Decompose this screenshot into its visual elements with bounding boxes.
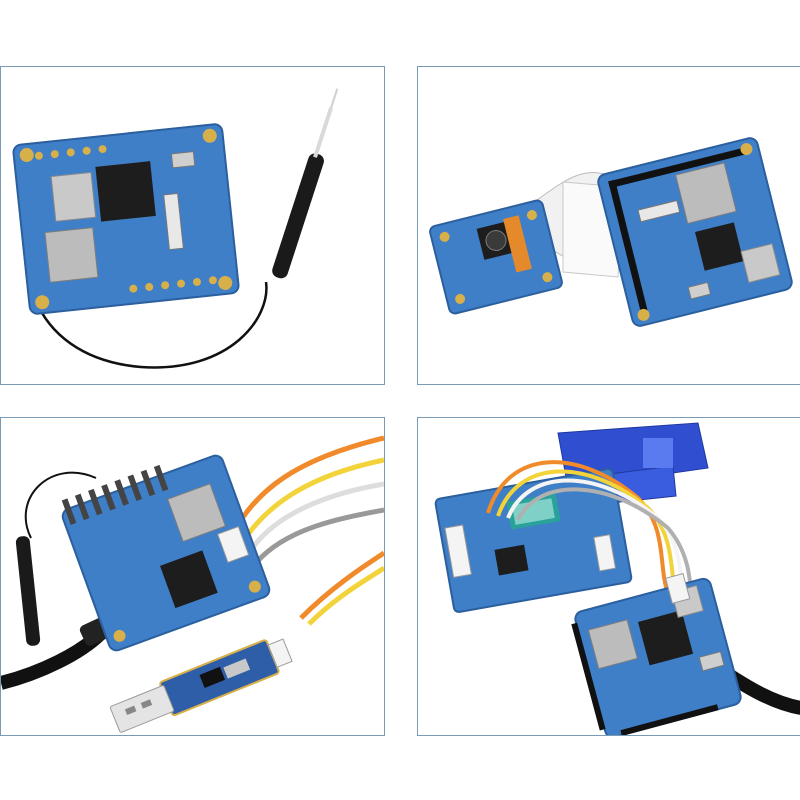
board-serial-expansion-illustration [434, 422, 800, 735]
usb-plug-icon [109, 685, 175, 733]
board-camera-illustration [429, 137, 793, 327]
ribbon-connector-icon [637, 199, 681, 223]
usb-micro-port-icon [687, 281, 712, 300]
wifi-shield-icon [50, 171, 97, 222]
microsd-slot-icon [675, 162, 737, 225]
photo-panel-board-antenna [0, 66, 385, 385]
photo-panel-board-camera [417, 66, 800, 385]
usb-micro-port-icon [698, 651, 725, 672]
board-antenna-illustration [12, 88, 339, 369]
wifi-shield-icon [740, 243, 781, 284]
camera-module [429, 199, 563, 315]
processor-chip-icon [95, 161, 156, 222]
microsd-slot-icon [44, 226, 99, 283]
photo-panel-board-serial-expansion [417, 417, 800, 736]
microsd-slot-icon [167, 483, 227, 543]
serial-header-icon [665, 573, 691, 605]
microsd-slot-icon [587, 619, 638, 670]
antenna-icon [15, 536, 41, 646]
photo-panel-board-usb-serial [0, 417, 385, 736]
pcb-board [571, 573, 742, 735]
ribbon-connector-icon [163, 192, 184, 251]
usb-micro-port-icon [170, 151, 196, 169]
pcb-board [597, 137, 793, 327]
processor-chip-icon [695, 222, 744, 271]
usb-serial-adapter [109, 638, 293, 733]
antenna-icon [272, 88, 339, 279]
board-usb-serial-illustration [1, 435, 384, 733]
serial-header-icon [217, 526, 250, 564]
processor-chip-icon [637, 610, 694, 666]
expansion-board [434, 467, 633, 613]
processor-chip-icon [160, 550, 218, 609]
pcb-board [12, 123, 240, 315]
pcb-board [61, 454, 271, 652]
